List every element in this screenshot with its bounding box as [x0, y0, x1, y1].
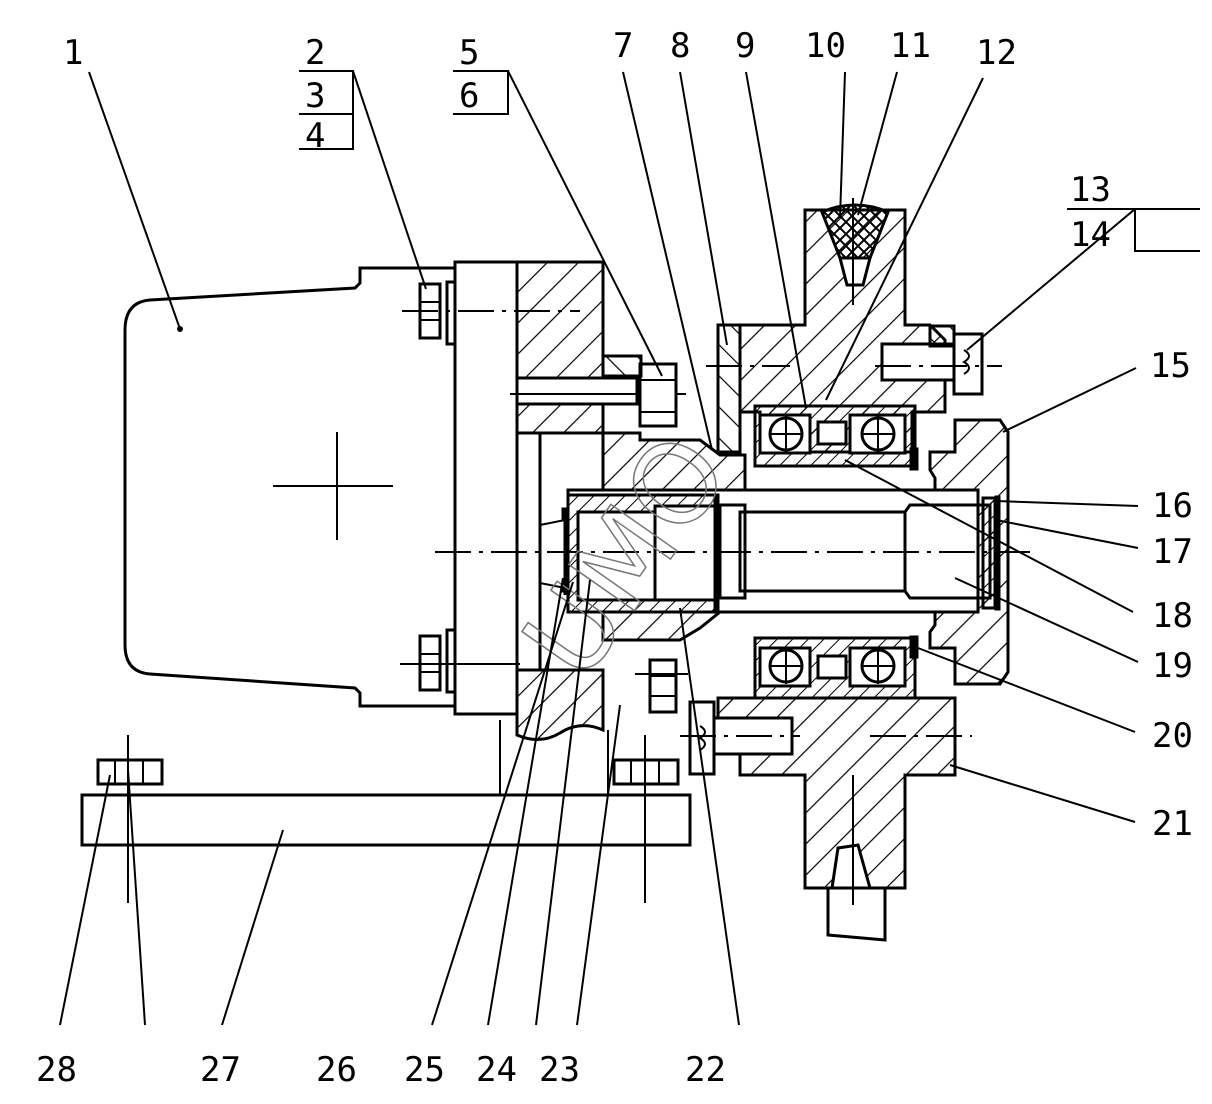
callout-16: 16 [1152, 486, 1193, 526]
callout-7: 7 [613, 26, 633, 66]
callout-1: 1 [63, 33, 83, 73]
callout-23: 23 [539, 1050, 580, 1090]
flange-bolt-bottom [400, 634, 520, 692]
callout-9: 9 [735, 26, 755, 66]
base-plate [80, 793, 692, 847]
motor-housing [123, 266, 455, 708]
callout-26: 26 [316, 1050, 357, 1090]
screw-5-6 [601, 354, 678, 428]
callout-4: 4 [305, 116, 325, 156]
callout-8: 8 [670, 26, 690, 66]
callout-2: 2 [305, 33, 325, 73]
callout-3: 3 [305, 76, 325, 116]
callout-6: 6 [459, 76, 479, 116]
motor-flange [453, 260, 519, 716]
callout-22: 22 [685, 1050, 726, 1090]
v-belt [820, 203, 890, 260]
foot-bolt-right [612, 735, 680, 903]
callout-18: 18 [1152, 596, 1193, 636]
callout-15: 15 [1150, 346, 1191, 386]
callout-28: 28 [36, 1050, 77, 1090]
callout-17: 17 [1152, 532, 1193, 572]
callout-27: 27 [200, 1050, 241, 1090]
foot-bolt-left [96, 735, 164, 903]
callout-25: 25 [404, 1050, 445, 1090]
adapter-plate-top [515, 260, 605, 380]
nut-23 [635, 658, 688, 714]
callout-13: 13 [1070, 170, 1111, 210]
bearing-upper [753, 404, 919, 471]
screw-lower [680, 700, 800, 776]
flange-bolt-top [402, 282, 580, 340]
leader-lines [59, 70, 1200, 1026]
screw-13-14 [875, 324, 1002, 396]
callout-5: 5 [459, 33, 479, 73]
callout-10: 10 [805, 26, 846, 66]
callout-14: 14 [1070, 215, 1111, 255]
bearing-lower [753, 635, 919, 700]
callout-24: 24 [476, 1050, 517, 1090]
callout-11: 11 [890, 26, 931, 66]
callout-20: 20 [1152, 716, 1193, 756]
callout-21: 21 [1152, 804, 1193, 844]
callout-12: 12 [976, 33, 1017, 73]
callout-19: 19 [1152, 646, 1193, 686]
